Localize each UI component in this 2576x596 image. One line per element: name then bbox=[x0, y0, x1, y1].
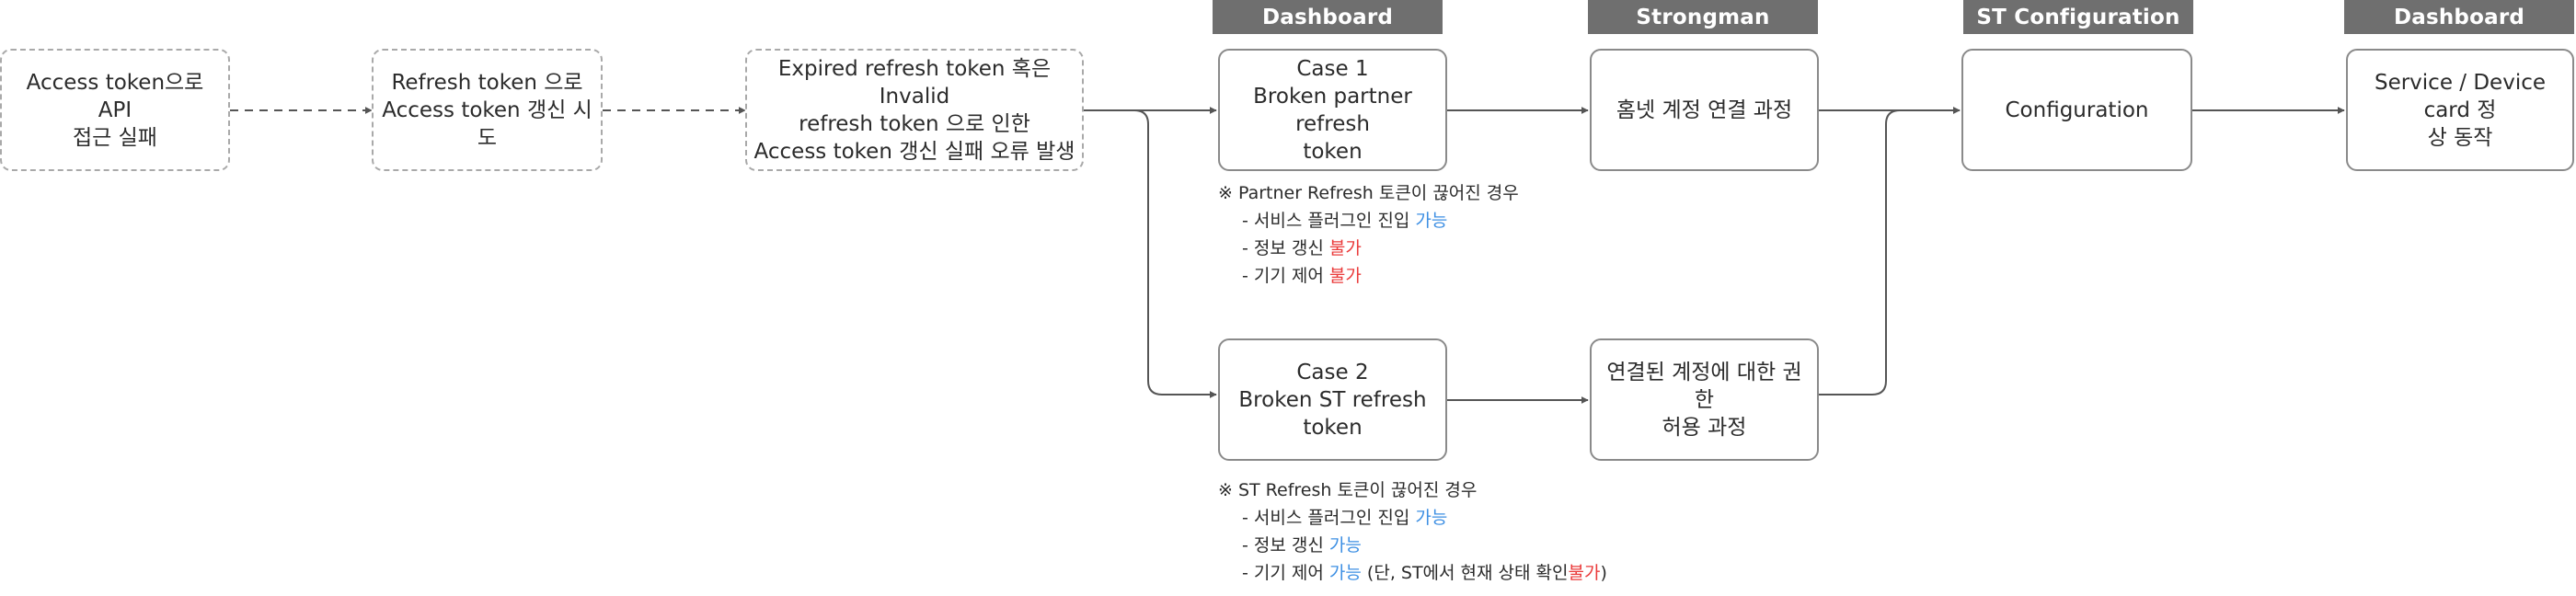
note-partner-info: - 정보 갱신 불가 bbox=[1218, 235, 1519, 262]
node-service-card: Service / Device card 정 상 동작 bbox=[2346, 49, 2574, 171]
node-case1-label: Case 1 Broken partner refresh token bbox=[1253, 56, 1412, 164]
node-access-fail-label: Access token으로 API 접근 실패 bbox=[26, 70, 204, 150]
note-partner-control-label: - 기기 제어 bbox=[1242, 266, 1324, 286]
note-st-control-status: 가능 bbox=[1328, 563, 1362, 583]
note-partner-control-status: 불가 bbox=[1328, 266, 1362, 286]
node-permission-label: 연결된 계정에 대한 권한 허용 과정 bbox=[1606, 360, 1802, 440]
arrow-permission-to-config bbox=[1819, 107, 1961, 395]
note-st-control-label: - 기기 제어 bbox=[1242, 563, 1324, 583]
note-st-control: - 기기 제어 가능 (단, ST에서 현재 상태 확인불가) bbox=[1218, 559, 1607, 587]
node-configuration-label: Configuration bbox=[2005, 97, 2149, 122]
node-case2: Case 2 Broken ST refresh token bbox=[1218, 338, 1447, 461]
note-st-info-label: - 정보 갱신 bbox=[1242, 535, 1324, 556]
node-permission: 연결된 계정에 대한 권한 허용 과정 bbox=[1590, 338, 1819, 461]
header-dashboard-2: Dashboard bbox=[2344, 0, 2574, 34]
arrow-expired-to-case2 bbox=[1084, 109, 1217, 398]
node-expired-error: Expired refresh token 혹은 Invalid refresh… bbox=[745, 49, 1084, 171]
node-case2-label: Case 2 Broken ST refresh token bbox=[1238, 360, 1427, 440]
note-st-control-extra-close: ) bbox=[1600, 563, 1607, 583]
node-refresh-attempt: Refresh token 으로 Access token 갱신 시도 bbox=[372, 49, 603, 171]
note-partner-title: ※ Partner Refresh 토큰이 끊어진 경우 bbox=[1218, 183, 1519, 203]
node-refresh-attempt-label: Refresh token 으로 Access token 갱신 시도 bbox=[382, 70, 592, 150]
note-st-plugin-status: 가능 bbox=[1415, 508, 1448, 528]
header-strongman: Strongman bbox=[1588, 0, 1818, 34]
node-configuration: Configuration bbox=[1961, 49, 2192, 171]
node-homenet-link-label: 홈넷 계정 연결 과정 bbox=[1616, 97, 1793, 122]
note-partner-plugin-status: 가능 bbox=[1415, 211, 1448, 231]
node-case1: Case 1 Broken partner refresh token bbox=[1218, 49, 1447, 171]
note-partner-plugin-label: - 서비스 플러그인 진입 bbox=[1242, 211, 1410, 231]
note-st-control-extra-status: 불가 bbox=[1568, 563, 1601, 583]
note-st-control-extra: (단, ST에서 현재 상태 확인 bbox=[1366, 563, 1569, 583]
node-access-fail: Access token으로 API 접근 실패 bbox=[0, 49, 230, 171]
note-partner: ※ Partner Refresh 토큰이 끊어진 경우 - 서비스 플러그인 … bbox=[1218, 179, 1519, 290]
note-st-title: ※ ST Refresh 토큰이 끊어진 경우 bbox=[1218, 480, 1478, 500]
header-dashboard-1: Dashboard bbox=[1213, 0, 1443, 34]
note-st: ※ ST Refresh 토큰이 끊어진 경우 - 서비스 플러그인 진입 가능… bbox=[1218, 476, 1607, 587]
note-st-info-status: 가능 bbox=[1328, 535, 1362, 556]
note-partner-control: - 기기 제어 불가 bbox=[1218, 262, 1519, 290]
node-service-card-label: Service / Device card 정 상 동작 bbox=[2374, 70, 2547, 150]
node-expired-error-label: Expired refresh token 혹은 Invalid refresh… bbox=[753, 56, 1075, 164]
note-partner-info-label: - 정보 갱신 bbox=[1242, 238, 1324, 258]
node-homenet-link: 홈넷 계정 연결 과정 bbox=[1590, 49, 1819, 171]
note-st-info: - 정보 갱신 가능 bbox=[1218, 532, 1607, 559]
note-partner-info-status: 불가 bbox=[1328, 238, 1362, 258]
header-st-configuration: ST Configuration bbox=[1963, 0, 2193, 34]
note-st-plugin: - 서비스 플러그인 진입 가능 bbox=[1218, 504, 1607, 532]
note-partner-plugin: - 서비스 플러그인 진입 가능 bbox=[1218, 207, 1519, 235]
note-st-plugin-label: - 서비스 플러그인 진입 bbox=[1242, 508, 1410, 528]
